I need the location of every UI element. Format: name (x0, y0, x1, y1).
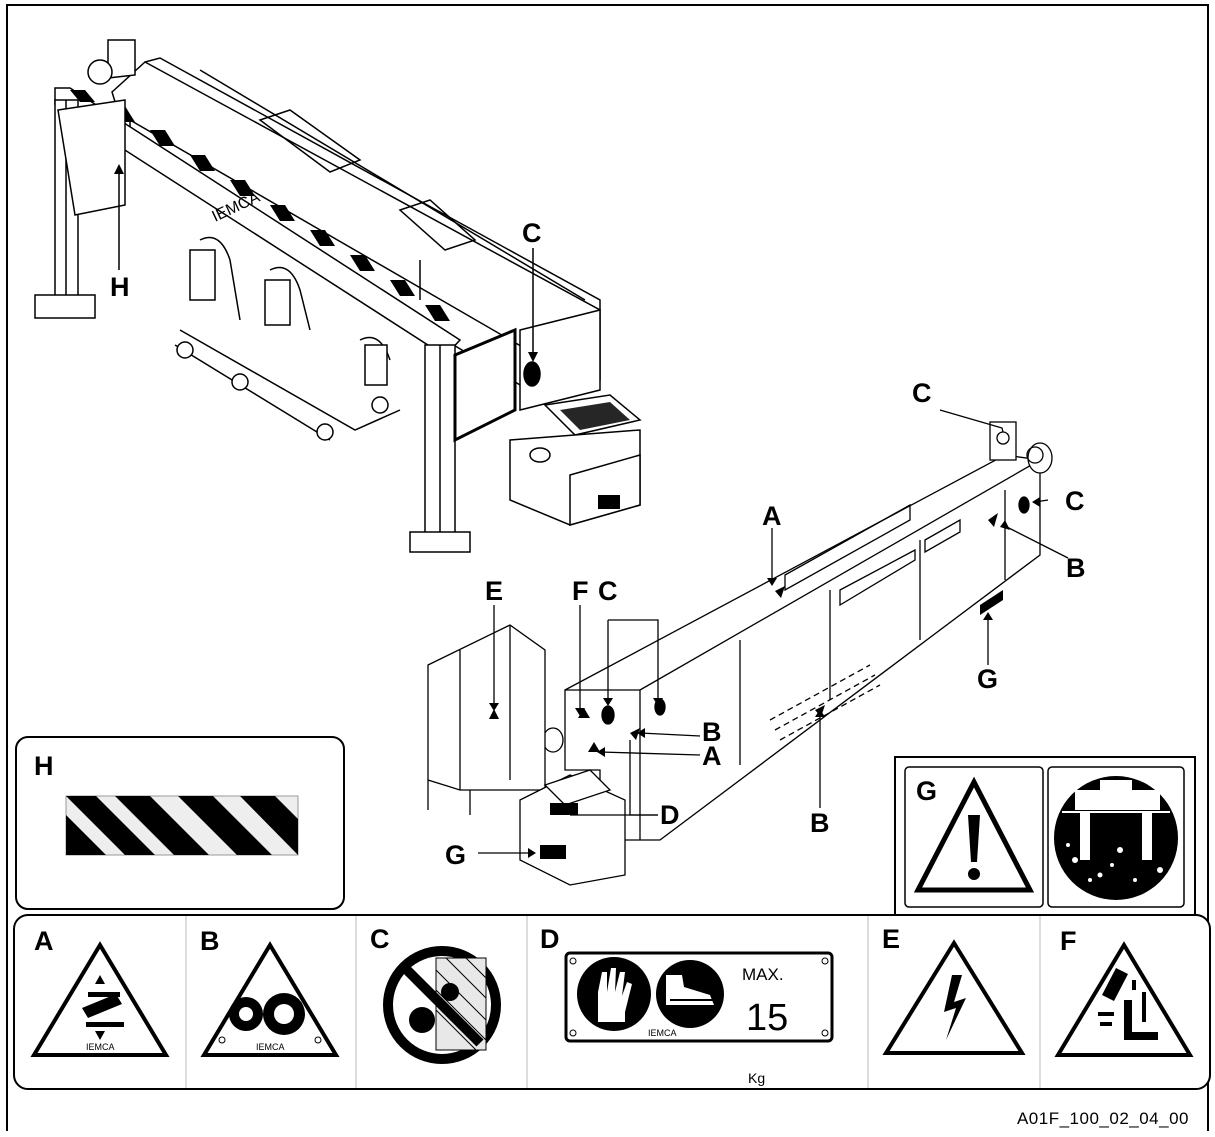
safety-label-legend: A IEMCA B IEMCA C (13, 914, 1211, 1090)
legend-f-label: F (1060, 926, 1077, 956)
callout-e: E (485, 576, 503, 606)
legend-e-label: E (882, 924, 900, 954)
callout-a-left: A (702, 741, 722, 771)
callout-c-mid: C (598, 576, 618, 606)
callout-c-right-side: C (1065, 486, 1085, 516)
inset-g-label: G (916, 776, 937, 806)
hand-crush-warning-icon: IEMCA (30, 941, 170, 1057)
svg-text:C: C (522, 218, 542, 248)
callout-a-top: A (762, 501, 782, 531)
inset-h-panel: H (15, 736, 345, 910)
callout-d: D (660, 800, 680, 830)
callout-b-left: B (702, 717, 722, 747)
legend-a-label: A (34, 926, 54, 956)
callout-b-bottom: B (810, 808, 830, 838)
c-right-marker (1018, 496, 1030, 514)
drawing-frame (6, 4, 1209, 1131)
svg-text:MAX.: MAX. (742, 965, 784, 984)
falling-material-warning-icon (1054, 941, 1194, 1057)
legend-d-label: D (540, 924, 560, 954)
general-warning-icon (913, 776, 1035, 893)
callout-g-left: G (445, 840, 466, 870)
c-label-top-marker (523, 361, 541, 387)
svg-text:15: 15 (746, 997, 788, 1039)
callout-c-right-top: C (912, 378, 932, 408)
svg-text:H: H (110, 272, 130, 302)
callout-f: F (572, 576, 589, 606)
callout-b-right: B (1066, 553, 1086, 583)
legend-c-label: C (370, 924, 390, 954)
inset-h-label: H (34, 751, 54, 781)
callout-c-top: C (522, 218, 542, 362)
no-access-gears-icon (383, 946, 501, 1064)
figure-id: A01F_100_02_04_00 (1016, 1109, 1189, 1128)
callout-h-top: H (110, 164, 130, 302)
inset-g-panel: G (894, 756, 1196, 916)
svg-text:IEMCA: IEMCA (256, 1042, 285, 1052)
legend-b-label: B (200, 926, 220, 956)
gloves-safety-shoes-icon: MAX. 15 IEMCA (564, 951, 834, 1043)
bottom-callout-lines (478, 409, 1069, 854)
svg-text:IEMCA: IEMCA (648, 1028, 677, 1038)
svg-text:IEMCA: IEMCA (86, 1042, 115, 1052)
bar-loader-machine-top (34, 39, 642, 553)
gears-warning-icon: IEMCA (200, 941, 340, 1057)
legend-d-unit: Kg (748, 1070, 765, 1086)
bottom-callout-arrowheads (489, 497, 1040, 858)
electrical-hazard-icon (882, 939, 1026, 1055)
floor-anchoring-icon (1054, 776, 1178, 900)
callout-g-right: G (977, 664, 998, 694)
hazard-stripe-icon (65, 795, 299, 856)
bar-loader-machine-bottom (427, 421, 1053, 886)
